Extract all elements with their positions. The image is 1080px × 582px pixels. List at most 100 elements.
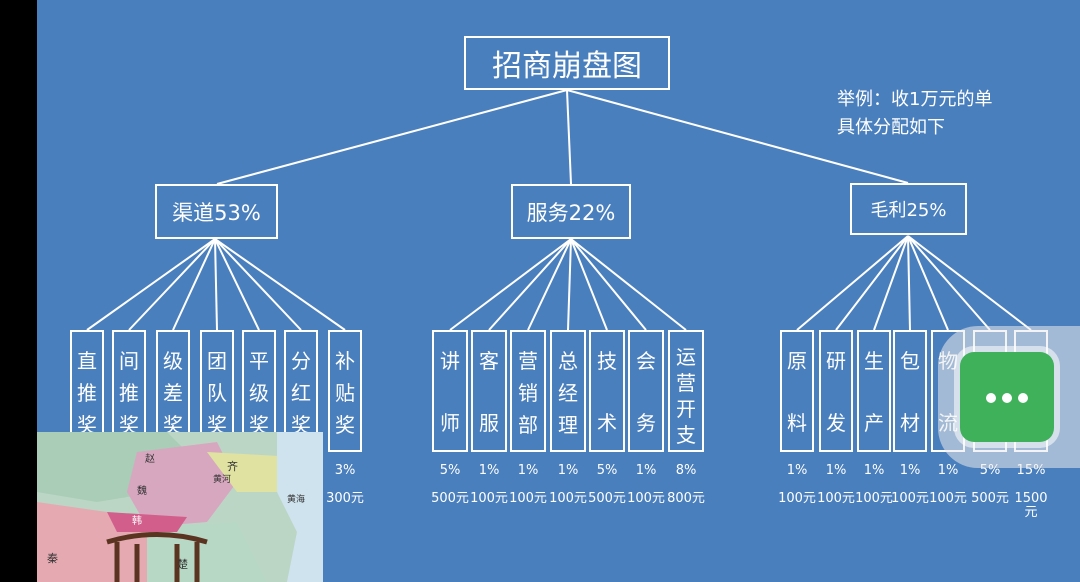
leaf-char: 间	[119, 349, 139, 373]
connector-line	[214, 238, 302, 331]
connector-line	[796, 235, 909, 331]
leaf-char: 务	[636, 411, 656, 435]
leaf-percent: 1%	[899, 463, 921, 478]
leaf-percent: 1%	[478, 463, 500, 478]
leaf-char: 队	[207, 381, 227, 405]
map-label: 黄海	[287, 493, 305, 505]
connector-line	[566, 89, 572, 185]
leaf-char: 平	[249, 349, 269, 373]
leaf-box: 生产	[857, 330, 891, 452]
leaf-amount: 500元	[588, 491, 626, 506]
leaf-char: 奖	[163, 413, 183, 437]
group-channel: 渠道53%	[155, 184, 278, 239]
connector-line	[488, 238, 572, 331]
connector-line	[214, 238, 346, 331]
map-label: 赵	[145, 452, 155, 465]
leaf-char: 理	[558, 413, 578, 437]
leaf-char: 包	[900, 349, 920, 373]
leaf-char: 团	[207, 349, 227, 373]
leaf-box: 营销部	[510, 330, 546, 452]
map-label: 韩	[132, 514, 142, 527]
leaf-char: 营	[676, 371, 696, 395]
connector-line	[907, 235, 949, 331]
leaf-amount: 100元	[855, 491, 893, 506]
leaf-char: 运	[676, 345, 696, 369]
leaf-percent: 1%	[635, 463, 657, 478]
leaf-box: 直推奖	[70, 330, 104, 452]
leaf-amount: 500元	[431, 491, 469, 506]
leaf-percent: 5%	[596, 463, 618, 478]
leaf-amount: 100元	[549, 491, 587, 506]
leaf-char: 会	[636, 349, 656, 373]
leaf-char: 销	[518, 381, 538, 405]
leaf-char: 直	[77, 349, 97, 373]
map-label: 秦	[47, 551, 58, 565]
leaf-box: 团队奖	[200, 330, 234, 452]
more-options-button[interactable]	[960, 352, 1054, 442]
leaf-char: 营	[518, 349, 538, 373]
leaf-char: 技	[597, 349, 617, 373]
leaf-amount: 100元	[627, 491, 665, 506]
leaf-percent: 8%	[675, 463, 697, 478]
leaf-amount: 100元	[891, 491, 929, 506]
connector-line	[570, 238, 647, 331]
leaf-char: 生	[864, 349, 884, 373]
leaf-box: 研发	[819, 330, 853, 452]
leaf-char: 客	[479, 349, 499, 373]
example-note: 举例：收1万元的单 具体分配如下	[837, 89, 993, 138]
leaf-char: 支	[676, 423, 696, 447]
leaf-percent: 1%	[863, 463, 885, 478]
leaf-box: 总经理	[550, 330, 586, 452]
leaf-percent: 1%	[557, 463, 579, 478]
leaf-char: 料	[787, 411, 807, 435]
leaf-char: 奖	[77, 413, 97, 437]
group-profit: 毛利25%	[850, 183, 967, 235]
leaf-char: 奖	[335, 413, 355, 437]
leaf-char: 经	[558, 381, 578, 405]
leaf-char: 发	[826, 411, 846, 435]
connector-line	[570, 238, 608, 331]
leaf-box: 包材	[893, 330, 927, 452]
connector-line	[835, 235, 909, 331]
leaf-box: 会务	[628, 330, 664, 452]
connector-line	[214, 238, 218, 331]
leaf-percent: 3%	[334, 463, 356, 478]
leaf-char: 部	[518, 413, 538, 437]
leaf-percent: 1%	[517, 463, 539, 478]
leaf-char: 推	[119, 381, 139, 405]
connector-line	[873, 235, 909, 331]
leaf-char: 奖	[291, 413, 311, 437]
connector-line	[216, 89, 568, 185]
leaf-char: 级	[163, 349, 183, 373]
connector-line	[214, 238, 260, 331]
leaf-box: 原料	[780, 330, 814, 452]
leaf-char: 讲	[440, 349, 460, 373]
connector-line	[449, 238, 572, 331]
connector-lines	[86, 89, 1032, 331]
more-dots-icon	[983, 388, 1031, 407]
leaf-char: 贴	[335, 381, 355, 405]
leaf-amount: 500元	[971, 491, 1009, 506]
leaf-char: 材	[900, 411, 920, 435]
leaf-box: 分红奖	[284, 330, 318, 452]
leaf-char: 术	[597, 411, 617, 435]
map-label: 楚	[177, 557, 188, 571]
leaf-amount: 100元	[929, 491, 967, 506]
leaf-box: 技术	[589, 330, 625, 452]
connector-line	[527, 238, 572, 331]
video-overlay[interactable]: 赵 魏 齐 黄河 韩 秦 楚 黄海	[37, 432, 323, 582]
leaf-box: 运营开支	[668, 330, 704, 452]
leaf-amount: 1500元	[1014, 491, 1048, 520]
leaf-char: 师	[440, 411, 460, 435]
leaf-char: 红	[291, 381, 311, 405]
leaf-char: 研	[826, 349, 846, 373]
leaf-box: 客服	[471, 330, 507, 452]
leaf-percent: 5%	[439, 463, 461, 478]
leaf-box: 讲师	[432, 330, 468, 452]
group-service: 服务22%	[511, 184, 631, 239]
connector-line	[128, 238, 216, 331]
map-label: 魏	[137, 484, 147, 497]
leaf-char: 原	[787, 349, 807, 373]
leaf-char: 级	[249, 381, 269, 405]
map-image: 赵 魏 齐 黄河 韩 秦 楚 黄海	[37, 432, 323, 582]
